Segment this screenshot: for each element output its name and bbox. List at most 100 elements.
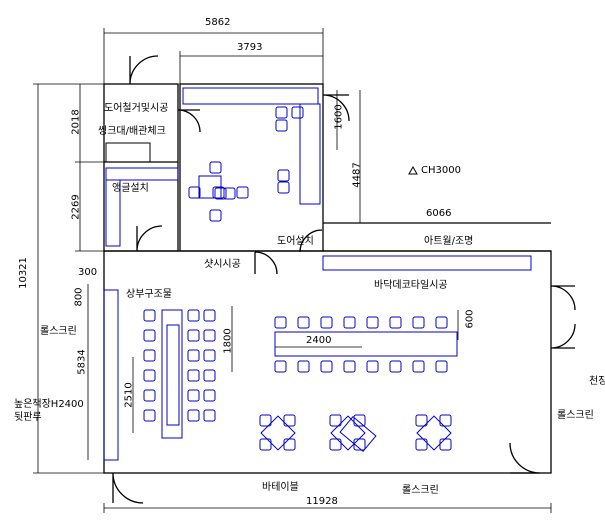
art-wall-counter: [322, 255, 532, 271]
chair: [353, 414, 366, 427]
chair: [143, 309, 156, 322]
door-upper-right: [322, 94, 350, 122]
chair: [277, 181, 290, 194]
chair: [439, 438, 452, 451]
label-roll-right: 롤스크린: [557, 410, 594, 421]
dim-left-total: 10321: [17, 257, 29, 289]
chair: [259, 438, 272, 451]
chair: [143, 349, 156, 362]
ceiling-icon: [408, 165, 418, 175]
round-table: [260, 415, 296, 451]
door-bottom-right: [509, 442, 541, 474]
label-floor-tile: 바닥데코타일시공: [374, 280, 448, 291]
chair: [187, 409, 200, 422]
chair: [275, 106, 288, 119]
right-cabinet: [299, 103, 321, 205]
chair: [187, 389, 200, 402]
dim-left-upper: 2018: [70, 109, 82, 135]
chair: [143, 329, 156, 342]
chair: [283, 414, 296, 427]
label-roll-bottom: 롤스크린: [402, 485, 439, 496]
dim-6066: 6066: [426, 208, 452, 219]
chairs: [143, 106, 452, 451]
chair: [366, 360, 379, 373]
chair: [389, 360, 402, 373]
chair: [329, 438, 342, 451]
chair: [320, 360, 333, 373]
door-sash: [254, 251, 278, 275]
chair: [274, 316, 287, 329]
main-hall-wall: [103, 250, 552, 474]
label-bar-table: 바테이블: [262, 482, 299, 493]
label-ceiling: CH3000: [421, 165, 461, 176]
dim-800: 800: [73, 287, 85, 307]
long-table: [274, 331, 458, 357]
chair: [297, 360, 310, 373]
chair: [203, 349, 216, 362]
sink: [105, 142, 151, 163]
label-partition: 뒷판루: [14, 412, 42, 423]
chair: [439, 414, 452, 427]
chair: [143, 409, 156, 422]
chair: [435, 316, 448, 329]
dim-4487: 4487: [351, 162, 363, 188]
label-top-structure: 상부구조물: [126, 289, 172, 300]
chair: [329, 414, 342, 427]
door-sink: [177, 109, 201, 133]
label-door-steel: 도어철거및시공: [104, 103, 169, 114]
dim-1800: 1800: [222, 328, 234, 354]
dim-2400: 2400: [306, 335, 332, 346]
chair: [275, 119, 288, 132]
dim-bottom-total: 11928: [306, 496, 338, 507]
door-angle: [136, 225, 163, 252]
chair: [187, 329, 200, 342]
chair: [209, 209, 222, 222]
dim-5834: 5834: [76, 349, 88, 375]
label-angle: 앵글설치: [112, 183, 149, 194]
chair: [277, 169, 290, 182]
door-install: [299, 229, 323, 253]
chair: [187, 369, 200, 382]
furniture: [103, 87, 532, 461]
chair: [203, 409, 216, 422]
label-door-install: 도어설치: [277, 236, 314, 247]
double-door-right: [550, 285, 576, 349]
dim-300: 300: [78, 267, 98, 278]
chair: [291, 106, 304, 119]
chair: [187, 349, 200, 362]
chair: [188, 186, 201, 199]
chair: [435, 360, 448, 373]
chair: [415, 438, 428, 451]
tall-bookshelf: [103, 289, 119, 461]
chair: [259, 414, 272, 427]
chair: [203, 309, 216, 322]
stair: [166, 324, 180, 426]
dimension-lines: [33, 28, 552, 513]
chair: [143, 389, 156, 402]
chair: [297, 316, 310, 329]
dim-600: 600: [464, 309, 476, 329]
chair: [143, 369, 156, 382]
dim-left-mid: 2269: [70, 194, 82, 220]
chair: [343, 360, 356, 373]
dim-2510: 2510: [123, 382, 135, 408]
dim-top-inner: 3793: [237, 42, 263, 53]
angle-shelf: [105, 167, 179, 181]
label-art-wall: 아트월/조명: [424, 236, 474, 247]
label-sash: 샷시시공: [204, 259, 241, 270]
chair: [320, 316, 333, 329]
round-table: [330, 415, 366, 451]
walls: [103, 55, 576, 504]
bar-table: [339, 415, 377, 453]
chair: [366, 316, 379, 329]
chair: [203, 389, 216, 402]
dining-table: [198, 175, 222, 199]
chair: [223, 187, 236, 200]
upper-counter: [182, 87, 319, 105]
upper-right-room-wall: [179, 83, 324, 252]
round-tables: [198, 175, 452, 451]
chair: [412, 316, 425, 329]
door-bottom-left: [112, 472, 144, 504]
ceiling-marker: [408, 165, 418, 175]
